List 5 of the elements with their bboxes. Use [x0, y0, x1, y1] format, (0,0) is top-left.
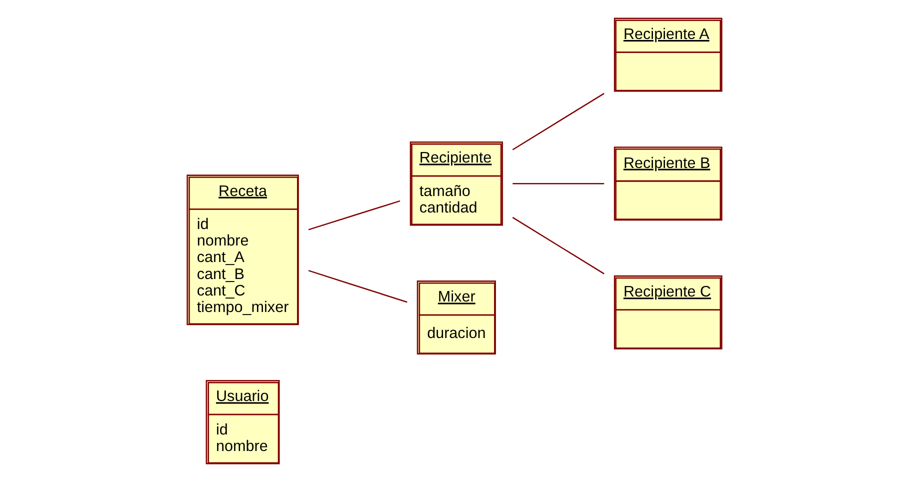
- connector: [308, 270, 408, 303]
- connector: [512, 92, 604, 150]
- connector: [512, 216, 604, 274]
- connector: [308, 200, 400, 230]
- connector: [512, 182, 604, 184]
